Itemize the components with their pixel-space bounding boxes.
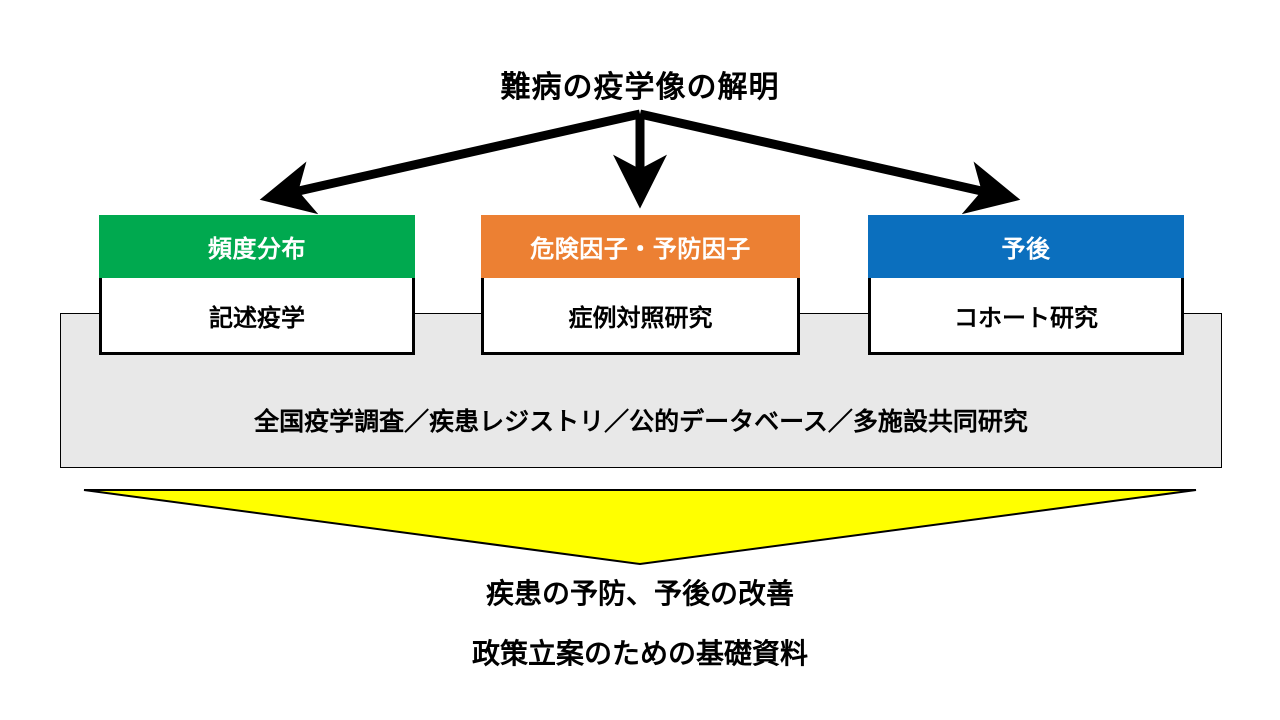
column-frequency-header: 頻度分布	[99, 215, 415, 278]
page-title: 難病の疫学像の解明	[500, 71, 780, 104]
column-frequency: 頻度分布 記述疫学	[99, 215, 415, 355]
column-prognosis: 予後 コホート研究	[868, 215, 1184, 355]
column-frequency-body: 記述疫学	[99, 278, 415, 355]
column-risk-factors-body: 症例対照研究	[481, 278, 800, 355]
outcome-line-2: 政策立案のための基礎資料	[471, 638, 808, 669]
downward-chevron	[83, 489, 1197, 566]
chevron-shape	[83, 489, 1197, 566]
foundation-band-label: 全国疫学調査／疾患レジストリ／公的データベース／多施設共同研究	[254, 408, 1028, 436]
outcome-line-1: 疾患の予防、予後の改善	[485, 578, 794, 609]
column-risk-factors: 危険因子・予防因子 症例対照研究	[481, 215, 800, 355]
column-risk-factors-header: 危険因子・予防因子	[481, 215, 800, 278]
column-prognosis-header: 予後	[868, 215, 1184, 278]
arrow-to-prognosis-icon	[639, 109, 1021, 215]
column-prognosis-body: コホート研究	[868, 278, 1184, 355]
arrow-to-frequency-icon	[259, 109, 641, 215]
